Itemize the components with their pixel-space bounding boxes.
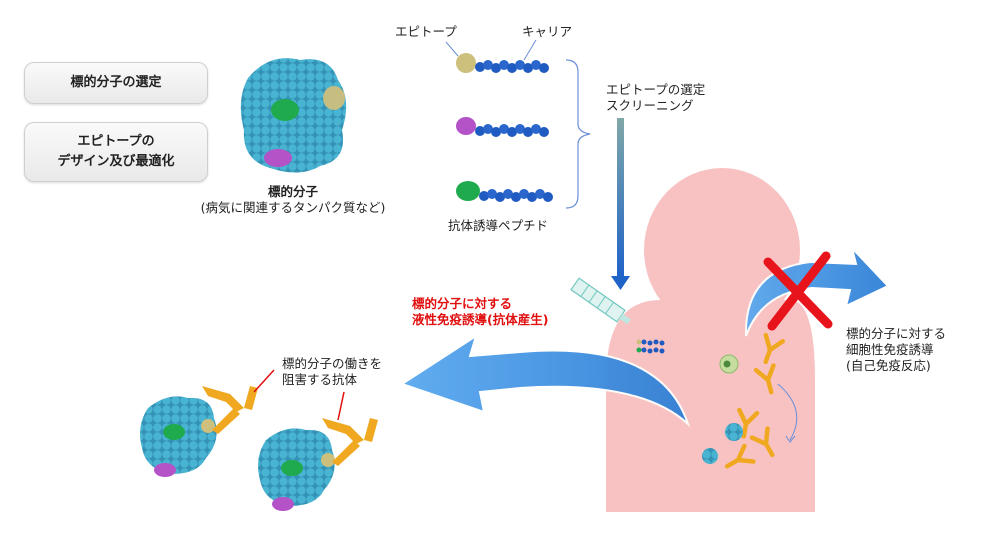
target-protein: [240, 58, 347, 173]
target-subtitle: (病気に関連するタンパク質など): [200, 200, 386, 215]
epitope-pointer: [445, 41, 459, 57]
peptide-green: [456, 181, 553, 202]
epitope-design-step[interactable]: エピトープの デザイン及び最適化: [24, 122, 208, 182]
syringe-icon: [570, 277, 631, 325]
screening-line2: スクリーニング: [606, 98, 694, 113]
cellular-line3: (自己免疫反応): [846, 358, 931, 373]
epitope-label: エピトープ: [395, 24, 457, 39]
flow-line: [777, 383, 798, 441]
humoral-line2: 液性免疫誘導(抗体産生): [412, 312, 549, 327]
screening-line1: エピトープの選定: [606, 82, 706, 97]
peptide-name: 抗体誘導ペプチド: [448, 218, 549, 233]
down-arrow: [611, 118, 630, 290]
blocking-line1: 標的分子の働きを: [282, 356, 383, 371]
blocking-pointer-1: [253, 369, 275, 393]
flow-arrowhead: [785, 435, 796, 443]
cellular-line2: 細胞性免疫誘導: [846, 342, 934, 357]
screening-bracket: [565, 59, 591, 209]
injected-peptides: [636, 339, 665, 354]
select-target-step[interactable]: 標的分子の選定: [24, 62, 208, 104]
humoral-line1: 標的分子に対する: [412, 296, 513, 311]
epitope-design-line2: デザイン及び最適化: [57, 154, 175, 169]
select-target-label: 標的分子の選定: [70, 75, 162, 90]
blocking-line2: 阻害する抗体: [282, 372, 358, 387]
carrier-label: キャリア: [522, 24, 573, 39]
small-protein-in-body: [702, 423, 743, 464]
peptide-purple: [456, 117, 549, 137]
humoral-arrow: [399, 333, 691, 428]
protein-antibody-1: [140, 386, 258, 477]
blocking-pointer-2: [337, 391, 345, 421]
cross-icon: [763, 251, 833, 331]
target-title: 標的分子: [267, 184, 318, 199]
carrier-pointer: [523, 39, 537, 61]
protein-antibody-2: [258, 418, 378, 511]
epitope-design-line1: エピトープの: [77, 134, 155, 149]
immune-cell: [719, 354, 739, 374]
cellular-line1: 標的分子に対する: [846, 326, 947, 341]
peptide-gold: [456, 53, 549, 73]
human-body-silhouette: [606, 168, 815, 512]
